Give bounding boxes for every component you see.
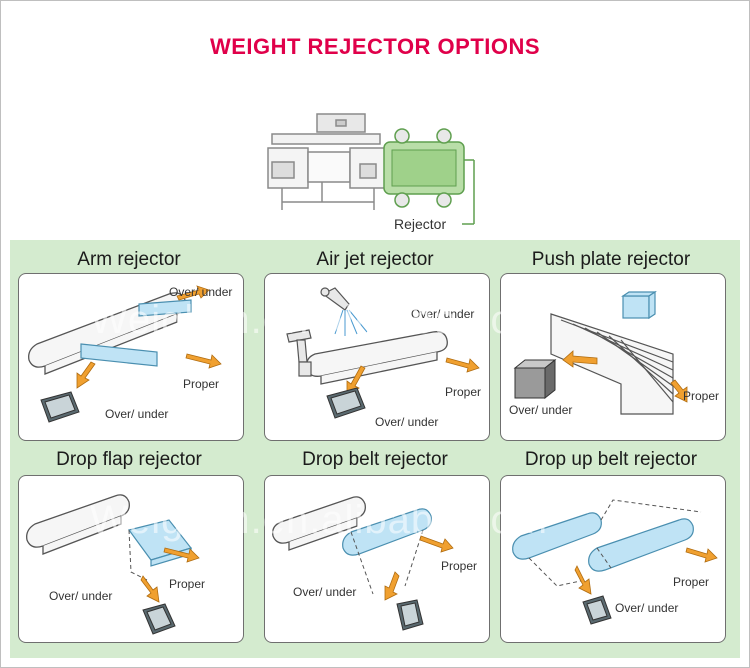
rejector-label: Rejector <box>394 216 446 232</box>
roller-conveyor <box>550 313 674 415</box>
belt-outline <box>528 499 702 587</box>
rejector-unit <box>383 128 475 225</box>
flap-outline <box>128 529 148 581</box>
option-title: Drop flap rejector <box>56 449 202 470</box>
rejected-package <box>142 603 176 635</box>
page-title: WEIGHT REJECTOR OPTIONS <box>209 34 541 59</box>
label-proper: Proper <box>673 575 709 589</box>
arrow-icon <box>140 547 200 603</box>
label-over-under: Over/ under <box>105 407 168 421</box>
weigher-overview-diagram: Rejector <box>267 113 475 232</box>
label-over-under: Over/ under <box>169 285 232 299</box>
drop-flap <box>127 519 193 567</box>
arrow-icon <box>76 285 222 389</box>
label-proper: Proper <box>169 577 205 591</box>
option-illustration: Proper Over/ under <box>18 475 244 643</box>
conveyor-belt <box>306 331 448 385</box>
arm-plate <box>80 299 192 367</box>
conveyor-belt <box>272 496 366 551</box>
weigh-conveyor <box>307 151 351 183</box>
rejected-package <box>326 387 366 419</box>
rejected-package <box>513 358 557 400</box>
air-jet-lines <box>334 309 368 336</box>
label-proper: Proper <box>183 377 219 391</box>
rejected-package <box>40 391 80 423</box>
rejected-package <box>582 595 612 625</box>
arrow-icon <box>384 535 454 601</box>
option-title: Push plate rejector <box>531 249 691 270</box>
option-illustration: Over/ under Proper Over/ under <box>18 273 244 441</box>
option-title: Arm rejector <box>77 249 181 270</box>
push-plate <box>621 290 657 320</box>
option-title: Air jet rejector <box>316 249 434 270</box>
option-illustration: Proper Proper Over/ under <box>500 273 726 441</box>
label-over-under: Over/ under <box>411 307 474 321</box>
arrow-icon <box>574 547 718 595</box>
arrow-icon <box>562 350 688 403</box>
option-illustration: Proper Over/ under <box>500 475 726 643</box>
air-nozzle <box>286 287 350 377</box>
option-title: Drop belt rejector <box>302 449 448 470</box>
label-proper: Proper <box>683 389 719 403</box>
rejected-package <box>396 599 424 631</box>
label-proper: Proper <box>441 559 477 573</box>
label-over-under: Over/ under <box>49 589 112 603</box>
conveyor-belt <box>26 494 130 555</box>
option-illustration: Proper Over/ under <box>264 475 490 643</box>
drop-up-belt <box>512 512 694 572</box>
label-over-under: Over/ under <box>615 601 678 615</box>
label-over-under: Over/ under <box>293 585 356 599</box>
label-proper: Proper <box>445 385 481 399</box>
label-over-under: Over/ under <box>509 403 572 417</box>
option-title: Drop up belt rejector <box>524 449 698 470</box>
option-illustration: Over/ under Proper Over/ under <box>264 273 490 441</box>
label-over-under: Over/ under <box>375 415 438 429</box>
